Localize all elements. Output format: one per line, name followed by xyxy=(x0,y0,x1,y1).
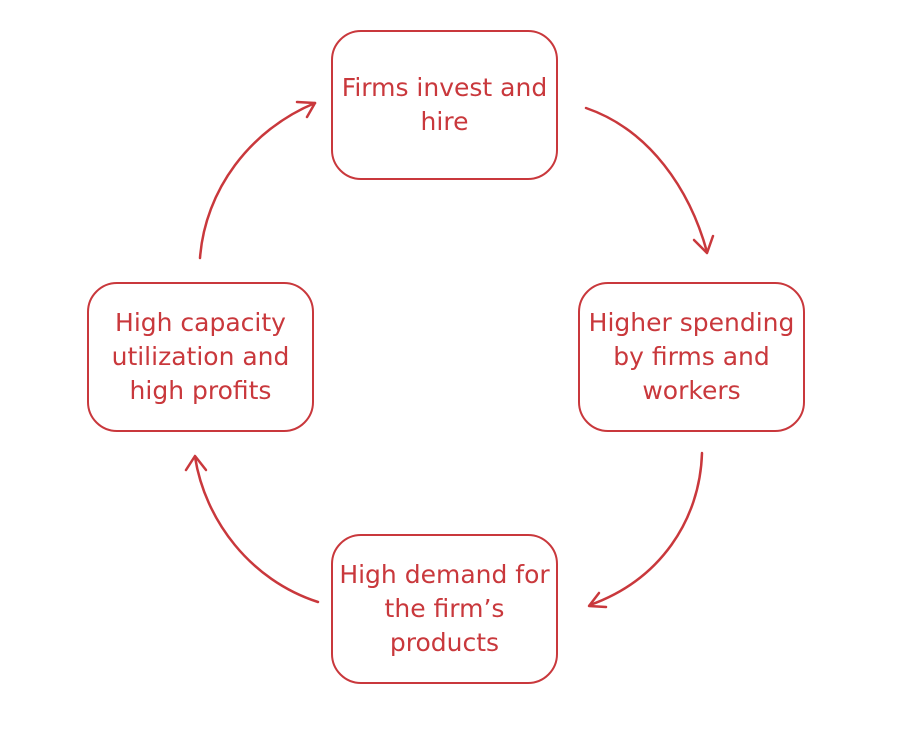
arrow-demand-to-profits xyxy=(193,455,320,604)
arrowhead-demand-to-profits xyxy=(184,454,208,472)
node-higher-spending: Higher spending by firms and workers xyxy=(578,282,805,432)
node-high-demand: High demand for the firm’s products xyxy=(331,534,558,684)
node-high-profits-label: High capacity utilization and high profi… xyxy=(111,308,290,405)
arrow-profits-to-invest xyxy=(198,101,317,260)
node-high-demand-label: High demand for the firm’s products xyxy=(339,560,550,657)
arrowhead-profits-to-invest xyxy=(295,100,317,119)
arrow-spending-to-demand xyxy=(588,451,704,607)
node-firms-invest: Firms invest and hire xyxy=(331,30,558,180)
arrowhead-spending-to-demand xyxy=(587,591,608,609)
node-high-profits: High capacity utilization and high profi… xyxy=(87,282,314,432)
arrowhead-invest-to-spending xyxy=(692,234,715,255)
arrow-invest-to-spending xyxy=(584,106,709,254)
node-higher-spending-label: Higher spending by firms and workers xyxy=(588,308,795,405)
node-firms-invest-label: Firms invest and hire xyxy=(341,73,548,136)
